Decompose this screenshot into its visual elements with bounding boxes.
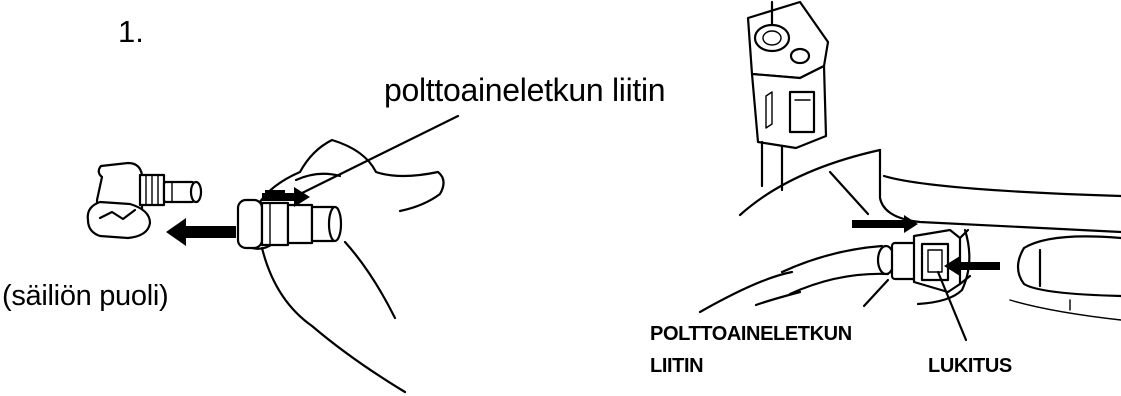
hose-label-leader (296, 116, 458, 196)
connector-detail-inset (740, 2, 880, 215)
insert-arrow (166, 218, 236, 246)
motor-connector-assembly (700, 150, 1121, 340)
hand-with-connector (238, 140, 444, 392)
